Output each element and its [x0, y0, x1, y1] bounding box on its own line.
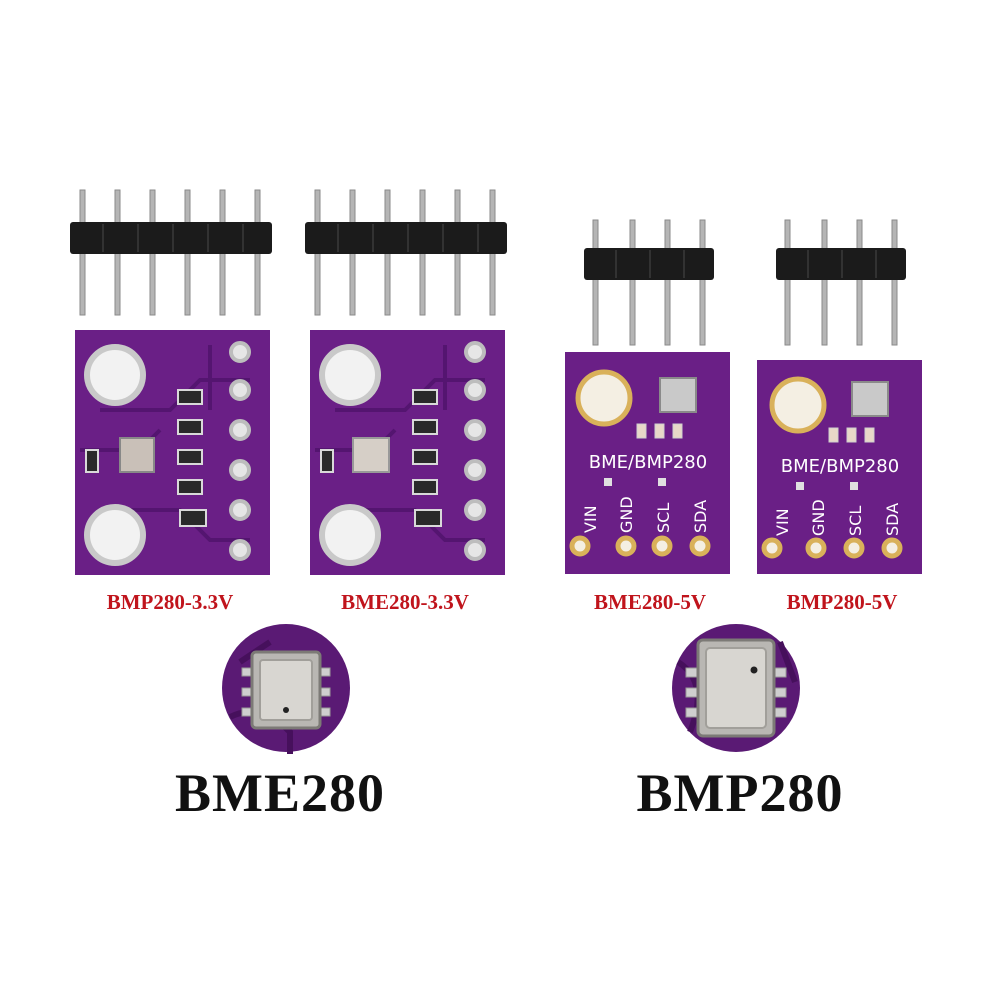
closeup-bme280-chip [222, 624, 350, 754]
pin-header-4 [584, 219, 714, 346]
pin-label-scl: SCL [654, 503, 673, 533]
pin-header-4 [776, 219, 906, 346]
label-bmp280: BMP280 [636, 763, 844, 823]
caption-bmp280-5v: BMP280-5V [786, 590, 898, 614]
module-bmp280-3v3 [70, 189, 272, 575]
pcb-board [75, 330, 270, 575]
pcb-board [310, 330, 505, 575]
module-bme280-5v: BME/BMP280 VIN GND SCL SDA [565, 219, 730, 574]
sensor-chip [851, 381, 889, 417]
pin-label-sda: SDA [883, 503, 902, 536]
pin-label-scl: SCL [846, 506, 865, 536]
sensor-chip [352, 437, 390, 473]
pin-header-6 [70, 189, 272, 316]
pin-header-6 [305, 189, 507, 316]
pin-label-vin: VIN [773, 508, 792, 536]
pin-label-sda: SDA [691, 500, 710, 533]
pcb-board: BME/BMP280 VIN GND SCL SDA [565, 352, 730, 574]
sensor-chip [119, 437, 155, 473]
caption-bmp280-3v3: BMP280-3.3V [106, 590, 234, 614]
pin-label-vin: VIN [581, 505, 600, 533]
closeup-bmp280-chip [672, 624, 800, 752]
label-bme280: BME280 [174, 763, 385, 823]
pcb-board: BME/BMP280 VIN GND SCL SDA [757, 360, 922, 574]
caption-bme280-3v3: BME280-3.3V [341, 590, 469, 614]
module-bmp280-5v: BME/BMP280 VIN GND SCL SDA [757, 219, 922, 574]
pin-label-gnd: GND [617, 496, 636, 533]
pin-label-gnd: GND [809, 499, 828, 536]
caption-bme280-5v: BME280-5V [594, 590, 706, 614]
sensor-chip [659, 377, 697, 413]
module-bme280-3v3 [305, 189, 507, 575]
silk-title: BME/BMP280 [589, 452, 707, 473]
silk-title: BME/BMP280 [781, 456, 899, 477]
